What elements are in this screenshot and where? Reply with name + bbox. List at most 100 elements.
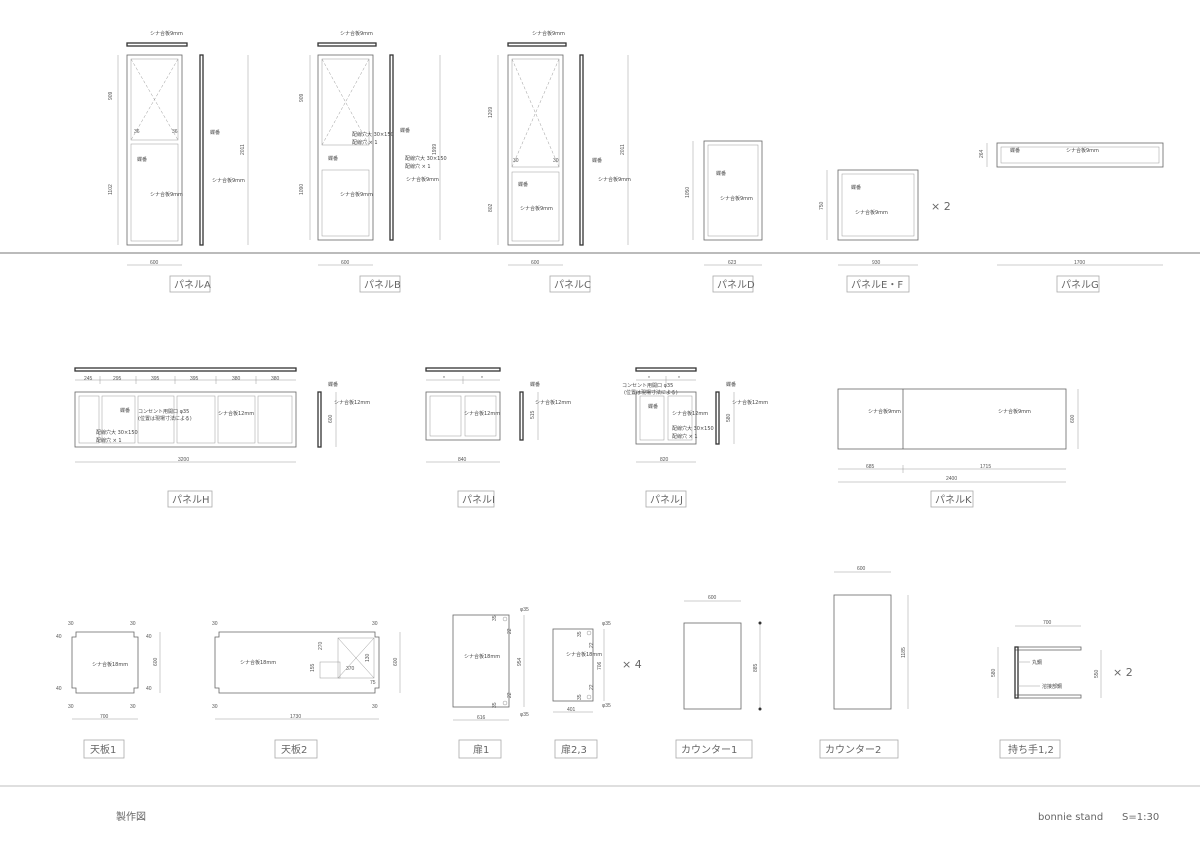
panel-h-note-outlet: コンセント用開口 φ35 [138,409,189,415]
part-door23-b: 22 [589,642,595,648]
panel-a-dim-upper: 909 [108,91,114,100]
panel-j-note-side2: シナ合板12mm [732,399,768,406]
part-door23-a: 35 [577,631,583,637]
panel-h-note-ply: シナ合板12mm [218,410,254,417]
part-counter2-dim-width: 600 [857,566,866,572]
panel-i-seg-2: * [481,376,483,382]
part-top2-note: シナ合板18mm [240,659,276,666]
panel-b-dim-height: 1999 [432,144,438,155]
part-top2-c3: 30 [212,704,218,710]
part-handle: 700 丸鋼 溶接部鋼 580 550 × 2 持ち手1,2 [991,620,1133,759]
panel-b-label: パネルB [364,279,401,291]
panel-i-label: パネルI [462,494,495,506]
panel-i-note-side2: シナ合板12mm [535,399,571,406]
panel-ef-dim-height: 750 [819,201,825,210]
panel-j-note-outlet: コンセント用開口 φ35 [622,383,673,389]
part-top2-dim-width: 1730 [290,714,301,720]
panel-j-note-hinge: 蝶番 [648,403,658,410]
panel-ef-note-mid: シナ合板9mm [855,209,888,216]
panel-i-dim-width: 840 [458,457,467,463]
panel-h-note-side: 蝶番 [328,381,338,388]
panel-k-label: パネルK [935,494,972,506]
panel-a-top-strip [126,42,188,47]
panel-a-upper-opening [130,58,179,141]
panel-g-label: パネルG [1061,279,1099,291]
panel-b: シナ合板9mm 909 1090 1999 配線穴大 30×150 配線穴 × … [299,30,447,293]
panel-h-note-wire: 配線穴大 30×150 [96,429,138,436]
panel-i: * * シナ合板12mm 蝶番 シナ合板12mm 515 840 パネルI [425,367,571,508]
part-top1-c2: 30 [130,621,136,627]
panel-d-note-mid: シナ合板9mm [720,195,753,202]
panel-d-dim-height: 1050 [685,187,691,198]
panel-j-dim-width: 820 [660,457,669,463]
panel-b-note-hinge: 蝶番 [400,127,410,134]
part-top2-d3: 370 [346,666,355,672]
title-block-scale: S=1:30 [1122,812,1159,823]
panel-b-note-top: シナ合板9mm [340,30,373,37]
part-door23-note: シナ合板18mm [566,651,602,658]
panel-a-dim-small1: 36 [134,129,140,135]
part-door1: φ35 φ35 35 22 22 35 シナ合板18mm 954 616 扉1 [452,607,529,759]
panel-j-label: パネルJ [650,494,683,506]
part-door1-dim-width: 616 [477,715,486,721]
panel-c-dim-width: 600 [531,260,540,266]
panel-k-dim-total: 2400 [946,476,957,482]
part-handle-label: 持ち手1,2 [1008,743,1054,756]
part-handle-dim-right: 550 [1094,669,1100,678]
panel-k-dim-right: 1715 [980,464,991,470]
panel-a-dim-small2: 36 [172,129,178,135]
part-counter2-label: カウンター2 [825,744,881,756]
panel-h-seg-5: 380 [232,376,241,382]
panel-ef-note-hinge: 蝶番 [851,184,861,191]
panel-d-note-hinge: 蝶番 [716,170,726,177]
panel-a-label: パネルA [174,279,211,291]
panel-c-dim-small1: 30 [513,158,519,164]
panel-b-note-wire2: 配線穴 × 1 [352,139,378,146]
part-counter1-dim-width: 600 [708,595,717,601]
part-top1-c3: 30 [68,704,74,710]
part-door23-label: 扉2,3 [561,743,587,756]
part-top2-d2: 155 [310,663,316,672]
panel-h-note-side2: シナ合板12mm [334,399,370,406]
panel-a-note-hinge: 蝶番 [210,129,220,136]
part-top1-c1: 30 [68,621,74,627]
panel-h-label: パネルH [172,494,210,506]
panel-c-dim-upper: 1209 [488,107,494,118]
panel-g-note-mid: シナ合板9mm [1066,147,1099,154]
panel-i-dim-height: 515 [530,410,536,419]
panel-a-note-top: シナ合板9mm [150,30,183,37]
part-door1-label: 扉1 [473,743,489,756]
part-door23-dim-height: 706 [597,661,603,670]
part-top1-label: 天板1 [90,743,116,756]
part-counter2: 600 1185 カウンター2 [819,566,909,759]
part-handle-note-b: 溶接部鋼 [1042,683,1062,690]
panel-c-note-hinge: 蝶番 [592,157,602,164]
panel-i-seg-1: * [443,376,445,382]
part-counter1-label: カウンター1 [681,744,737,756]
panel-ef-label: パネルE・F [851,279,903,291]
part-top2-d4: 130 [365,653,371,662]
panel-h-seg-4: 395 [190,376,199,382]
panel-b-note-wire: 配線穴大 30×150 [352,131,394,138]
panel-a: シナ合板9mm 909 1102 2011 36 36 蝶番 シナ合板9mm 蝶… [108,30,249,293]
panel-h-note-hinge: 蝶番 [120,407,130,414]
panel-ef: 750 蝶番 シナ合板9mm × 2 930 パネルE・F [819,169,951,293]
part-door23-dim-width: 401 [567,707,576,713]
part-top2-label: 天板2 [281,743,307,756]
panel-c-label: パネルC [554,279,591,291]
panel-j-note-side: 蝶番 [726,381,736,388]
panel-c-note-top: シナ合板9mm [532,30,565,37]
part-top1-c4: 30 [130,704,136,710]
panel-a-side [199,54,204,246]
panel-a-dim-lower: 1102 [108,184,114,195]
panel-b-note-side: シナ合板9mm [406,176,439,183]
panel-h-seg-3: 395 [151,376,160,382]
part-door23-c: 22 [589,684,595,690]
part-top1-c7: 40 [56,686,62,692]
panel-j-note-outlet2: (位置は現場寸法による) [624,389,678,396]
part-top1-c5: 40 [56,634,62,640]
panel-h-dim-height: 600 [328,414,334,423]
part-top2-d1: 270 [318,641,324,650]
part-door23-phi2: φ35 [602,703,611,709]
part-top2-d5: 75 [370,680,376,686]
